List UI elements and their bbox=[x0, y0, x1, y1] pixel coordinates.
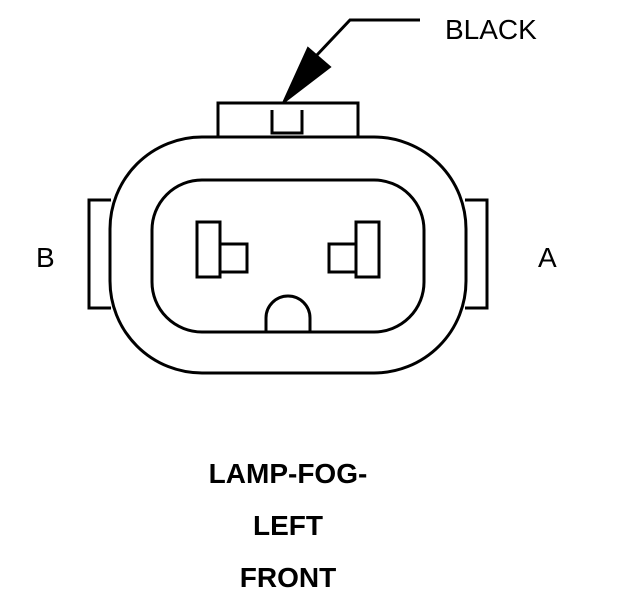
terminal-a-pin bbox=[327, 220, 381, 279]
lock-latch bbox=[270, 110, 304, 135]
connector-title-line-3: FRONT bbox=[239, 562, 337, 593]
connector-title-line-1: LAMP-FOG- bbox=[208, 458, 368, 489]
leader-arrowhead bbox=[282, 46, 332, 104]
connector-title-line-2: LEFT bbox=[253, 510, 323, 541]
connector-outer-housing bbox=[108, 135, 468, 375]
side-tab-right bbox=[465, 198, 489, 310]
leader-line bbox=[314, 18, 420, 58]
keyway-notch bbox=[264, 294, 312, 332]
locking-tab bbox=[216, 101, 360, 137]
wire-color-label: BLACK bbox=[445, 14, 537, 45]
terminal-b-label: B bbox=[36, 242, 55, 273]
side-tab-left bbox=[87, 198, 111, 310]
connector-inner-cavity bbox=[150, 178, 426, 334]
terminal-b-pin bbox=[195, 220, 249, 279]
terminal-a-label: A bbox=[538, 242, 557, 273]
